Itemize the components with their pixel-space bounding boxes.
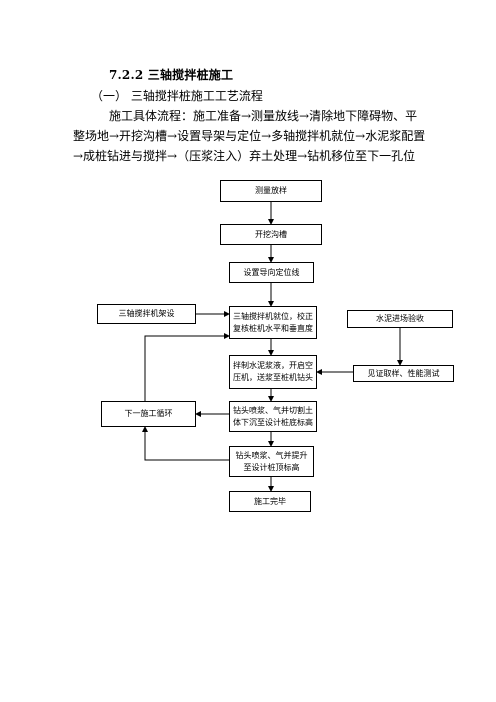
flow-step-label: 拌制水泥浆液，开启空压机，送浆至桩机钻头 [233,361,313,382]
flow-step-label: 三轴搅拌机就位，校正复核桩机水平和垂直度 [233,311,313,333]
flow-step-guide-line: 设置导向定位线 [229,262,314,283]
flow-step-drill-down: 钻头喷浆、气并切割土体下沉至设计桩底标高 [229,401,317,432]
flow-step-finish: 施工完毕 [229,491,311,512]
side-step-label: 下一施工循环 [124,409,173,418]
flow-step-label: 开挖沟槽 [255,229,287,239]
flow-step-label: 钻头喷浆、气并切割土体下沉至设计桩底标高 [233,405,313,427]
section-heading: 7.2.2 三轴搅拌桩施工 [109,68,234,82]
side-step-sampling-test: 见证取样、性能测试 [353,365,454,382]
side-step-label: 见证取样、性能测试 [367,368,440,378]
process-paragraph: 施工具体流程：施工准备→测量放线→清除地下障碍物、平整场地→开挖沟槽→设置导架与… [73,109,426,163]
flow-step-position-machine: 三轴搅拌机就位，校正复核桩机水平和垂直度 [229,306,317,339]
flow-step-trench: 开挖沟槽 [220,224,322,245]
flow-step-label: 施工完毕 [254,496,286,506]
loop-next-cycle-to-position [144,333,230,401]
flow-step-label: 钻头喷浆、气并提升至设计桩顶标高 [235,450,308,472]
side-step-machine-setup: 三轴搅拌机架设 [97,304,196,324]
side-step-label: 水泥进场验收 [376,314,424,323]
flow-step-label: 测量放样 [255,186,287,195]
side-step-cement-acceptance: 水泥进场验收 [347,310,453,328]
flow-step-lift-up: 钻头喷浆、气并提升至设计桩顶标高 [229,446,314,477]
flow-step-label: 设置导向定位线 [243,267,300,277]
side-step-label: 三轴搅拌机架设 [118,309,175,318]
flow-step-survey: 测量放样 [220,180,322,202]
loop-lift-to-next-cycle [142,426,229,461]
section-subheading: （一） 三轴搅拌桩施工工艺流程 [91,89,263,103]
flow-step-mix-slurry: 拌制水泥浆液，开启空压机，送浆至桩机钻头 [229,355,317,389]
side-step-next-cycle: 下一施工循环 [101,401,196,427]
